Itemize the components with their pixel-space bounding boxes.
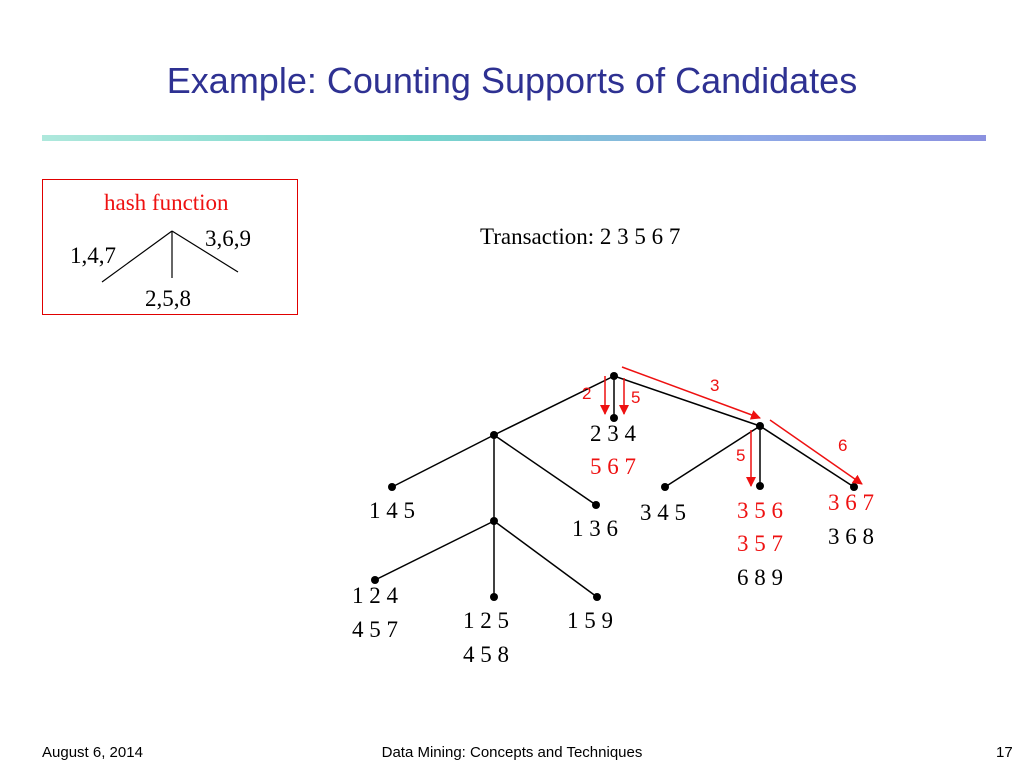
hash-function-lines xyxy=(101,230,239,283)
edge-left-right xyxy=(493,434,597,506)
hash-branch-left-label: 1,4,7 xyxy=(70,243,116,268)
tree-edges xyxy=(374,375,855,598)
arrow-right-6 xyxy=(769,419,863,485)
leaf-root-middle-line1: 2 3 4 xyxy=(590,421,636,446)
edge-right-left xyxy=(664,425,761,488)
tree-nodes xyxy=(371,372,858,601)
node-root-middle-leaf xyxy=(610,414,618,422)
hash-branch-middle-label: 2,5,8 xyxy=(145,286,191,311)
leaf-leftmid-left-line1: 1 2 4 xyxy=(352,583,398,608)
leaf-left-right-line1: 1 3 6 xyxy=(572,516,618,541)
leaf-right-right-line2: 3 6 8 xyxy=(828,524,874,549)
hash-function-label: hash function xyxy=(104,190,229,215)
node-left-left-leaf xyxy=(388,483,396,491)
leaf-right-right-line1: 3 6 7 xyxy=(828,490,874,515)
leaf-right-middle-line1: 3 5 6 xyxy=(737,498,783,523)
slide-title: Example: Counting Supports of Candidates xyxy=(166,60,858,101)
footer-course: Data Mining: Concepts and Techniques xyxy=(381,744,643,761)
traversal-arrows xyxy=(600,366,863,487)
leaf-leftmid-left-line2: 4 5 7 xyxy=(352,617,398,642)
arrow-label-right-5: 5 xyxy=(736,446,746,465)
node-leftmid-right-leaf xyxy=(593,593,601,601)
hash-branch-right-label: 3,6,9 xyxy=(205,226,251,251)
edge-left-left xyxy=(391,434,495,488)
hash-line-right xyxy=(171,230,239,273)
node-left-middle xyxy=(490,517,498,525)
footer-page-number: 17 xyxy=(996,744,1013,761)
node-left-right-leaf xyxy=(592,501,600,509)
edge-leftmid-right xyxy=(493,520,598,598)
leaf-right-middle-line3: 6 8 9 xyxy=(737,565,783,590)
arrow-root-3 xyxy=(621,366,761,420)
arrow-label-5: 5 xyxy=(631,388,641,407)
edge-root-left xyxy=(493,375,615,436)
transaction-label: Transaction: 2 3 5 6 7 xyxy=(480,224,681,249)
leaf-leftmid-right-line1: 1 5 9 xyxy=(567,608,613,633)
node-left xyxy=(490,431,498,439)
footer-date: August 6, 2014 xyxy=(42,744,143,761)
leaf-leftmid-middle-line1: 1 2 5 xyxy=(463,608,509,633)
edge-right-right xyxy=(759,425,855,488)
arrow-label-2: 2 xyxy=(582,384,592,403)
arrow-label-3: 3 xyxy=(710,376,720,395)
hash-function-box xyxy=(42,179,298,315)
leaf-right-middle-line2: 3 5 7 xyxy=(737,531,783,556)
edge-leftmid-left xyxy=(374,520,495,581)
node-root xyxy=(610,372,618,380)
leaf-leftmid-middle-line2: 4 5 8 xyxy=(463,642,509,667)
node-right-right-leaf xyxy=(850,483,858,491)
edge-root-right xyxy=(613,375,761,427)
hash-line-left xyxy=(101,230,173,283)
title-divider xyxy=(42,135,986,141)
node-right-left-leaf xyxy=(661,483,669,491)
arrow-label-6: 6 xyxy=(838,436,848,455)
node-right xyxy=(756,422,764,430)
leaf-right-left-line1: 3 4 5 xyxy=(640,500,686,525)
leaf-root-middle-line2: 5 6 7 xyxy=(590,454,636,479)
leaf-left-left-line1: 1 4 5 xyxy=(369,498,415,523)
node-leftmid-left-leaf xyxy=(371,576,379,584)
node-leftmid-middle-leaf xyxy=(490,593,498,601)
node-right-middle-leaf xyxy=(756,482,764,490)
